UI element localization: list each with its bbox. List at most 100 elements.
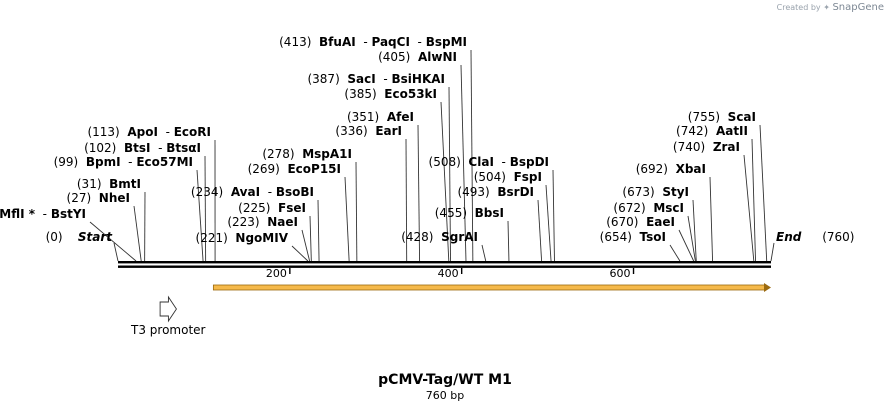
site-position: (278): [262, 147, 302, 161]
site-line: [678, 229, 695, 262]
enzyme-separator: -: [158, 125, 174, 139]
site-line: [291, 245, 309, 262]
site-position: (27): [67, 191, 99, 205]
enzyme-name: XbaI: [676, 162, 706, 176]
site-line: [552, 169, 555, 262]
enzyme-name: FspI: [514, 170, 542, 184]
orf-arrowhead: [764, 283, 771, 292]
end-label: End (760): [776, 230, 855, 244]
site-label[interactable]: (742) AatII: [676, 124, 748, 138]
site-position: (672): [613, 201, 653, 215]
site-line: [545, 184, 552, 262]
site-label[interactable]: (269) EcoP15I: [248, 162, 341, 176]
enzyme-name: Eco53kI: [384, 87, 437, 101]
enzyme-name: BfuAI: [319, 35, 356, 49]
site-label[interactable]: (670) EaeI: [606, 215, 675, 229]
site-position: (234): [191, 185, 231, 199]
site-label[interactable]: (455) BbsI: [435, 206, 504, 220]
site-position: (673): [622, 185, 662, 199]
site-labels: (21) MflI * - BstYI (27) NheI(31) BmtI (99…: [0, 35, 855, 245]
enzyme-separator: -: [356, 35, 372, 49]
enzyme-name: SgrAI: [441, 230, 478, 244]
enzyme-name: NheI: [99, 191, 130, 205]
enzyme-name: SacI: [347, 72, 375, 86]
feature-label: T3 promoter: [130, 323, 206, 337]
site-line: [440, 101, 450, 262]
site-label[interactable]: (740) ZraI: [673, 140, 740, 154]
site-position: (385): [344, 87, 384, 101]
site-label[interactable]: (413) BfuAI - PaqCI - BspMI: [279, 35, 467, 49]
site-label[interactable]: (278) MspA1I: [262, 147, 352, 161]
enzyme-name: BsiHKAI: [392, 72, 446, 86]
site-line: [460, 64, 467, 262]
site-line: [751, 138, 756, 262]
plasmid-name: pCMV-Tag/WT M1: [378, 372, 512, 388]
start-line: [113, 242, 119, 262]
site-label[interactable]: (21) MflI * - BstYI: [0, 207, 86, 221]
enzyme-name: BsoBI: [276, 185, 314, 199]
enzyme-name: EaeI: [646, 215, 675, 229]
end-text: End: [776, 230, 822, 244]
dna-backbone: [118, 261, 771, 268]
site-label[interactable]: (385) Eco53kI: [344, 87, 437, 101]
site-label[interactable]: (221) NgoMIV: [196, 231, 289, 245]
site-label[interactable]: (225) FseI: [238, 201, 306, 215]
enzyme-name: Eco57MI: [136, 155, 193, 169]
enzyme-name: ZraI: [713, 140, 740, 154]
site-position: (102): [84, 141, 124, 155]
site-label[interactable]: (672) MscI: [613, 201, 684, 215]
promoter-arrow[interactable]: [159, 295, 177, 323]
site-line: [405, 138, 408, 262]
enzyme-name: AvaI: [231, 185, 260, 199]
site-line: [692, 199, 697, 262]
site-line: [709, 176, 714, 262]
enzyme-name: NgoMIV: [235, 231, 288, 245]
orf-bar[interactable]: [212, 284, 766, 291]
site-position: (755): [688, 110, 728, 124]
site-label[interactable]: (673) StyI: [622, 185, 689, 199]
site-label[interactable]: (493) BsrDI: [457, 185, 534, 199]
site-position: (351): [347, 110, 387, 124]
site-position: (269): [248, 162, 288, 176]
site-label[interactable]: (508) ClaI - BspDI: [429, 155, 549, 169]
site-position: (670): [606, 215, 646, 229]
enzyme-name: TsoI: [640, 230, 666, 244]
enzyme-name: BtsαI: [166, 141, 201, 155]
site-label[interactable]: (504) FspI: [474, 170, 542, 184]
site-label[interactable]: (755) ScaI: [688, 110, 756, 124]
site-label[interactable]: (692) XbaI: [636, 162, 706, 176]
site-label[interactable]: (234) AvaI - BsoBI: [191, 185, 314, 199]
site-line: [344, 176, 350, 262]
site-label[interactable]: (351) AfeI: [347, 110, 414, 124]
site-label[interactable]: (102) BtsI - BtsαI: [84, 141, 201, 155]
site-line: [743, 154, 755, 262]
site-line: [759, 124, 768, 262]
site-position: (740): [673, 140, 713, 154]
snapgene-logo-icon: ✦: [823, 3, 830, 12]
watermark-prefix: Created by: [776, 3, 821, 12]
site-position: (221): [196, 231, 236, 245]
site-line: [309, 215, 312, 262]
site-position: (692): [636, 162, 676, 176]
site-position: (336): [335, 124, 375, 138]
site-label[interactable]: (387) SacI - BsiHKAI: [307, 72, 445, 86]
site-label[interactable]: (99) BpmI - Eco57MI: [54, 155, 193, 169]
site-label[interactable]: (31) BmtI: [77, 177, 141, 191]
site-label[interactable]: (113) ApoI - EcoRI: [87, 125, 211, 139]
site-label[interactable]: (654) TsoI: [600, 230, 666, 244]
site-line: [507, 220, 510, 262]
site-line: [448, 86, 451, 262]
site-line: [355, 161, 358, 262]
site-label[interactable]: (223) NaeI: [227, 215, 298, 229]
strand-bottom: [118, 265, 771, 268]
enzyme-name: ClaI: [468, 155, 493, 169]
site-line: [481, 244, 487, 262]
site-label[interactable]: (27) NheI: [67, 191, 130, 205]
enzyme-name: BspDI: [510, 155, 549, 169]
site-label[interactable]: (428) SgrAI: [401, 230, 478, 244]
site-label[interactable]: (336) EarI: [335, 124, 402, 138]
site-line: [417, 124, 421, 262]
enzyme-separator: -: [494, 155, 510, 169]
site-label[interactable]: (405) AlwNI: [378, 50, 457, 64]
